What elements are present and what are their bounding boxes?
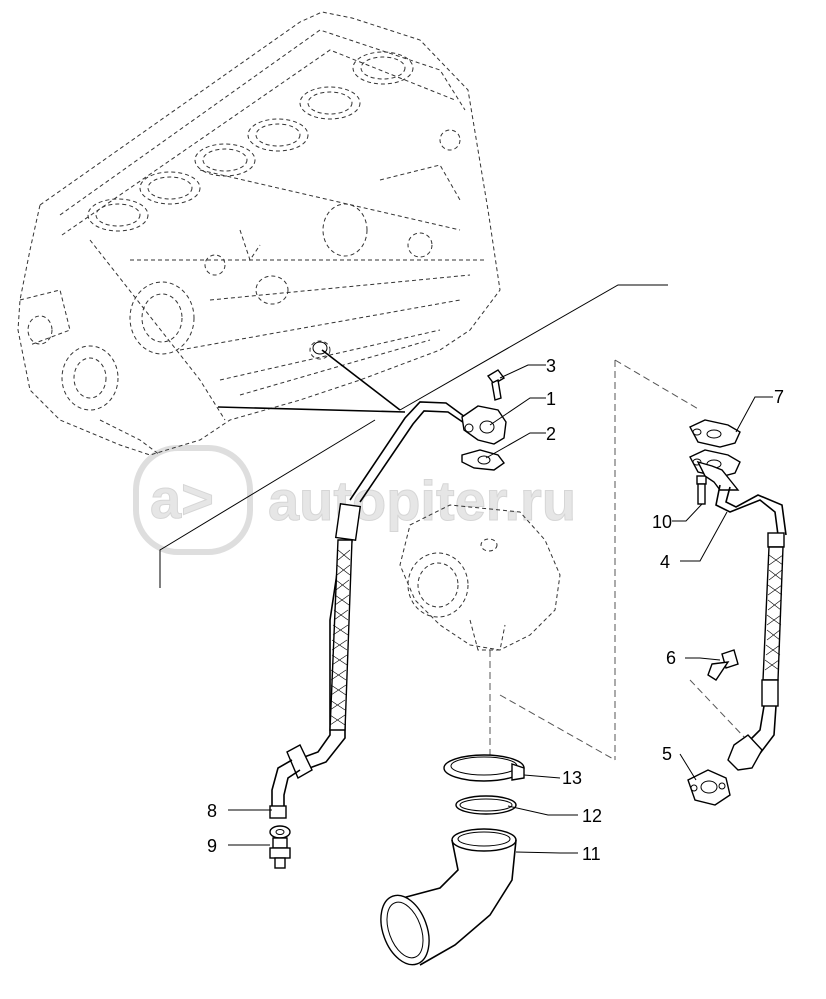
engine-leader-lines xyxy=(159,284,668,588)
callout-6: 6 xyxy=(666,648,676,668)
callout-5: 5 xyxy=(662,744,672,764)
screw-part-6 xyxy=(707,649,739,681)
callout-1: 1 xyxy=(546,389,556,409)
screw-part-10 xyxy=(696,475,707,505)
callout-leaders xyxy=(228,364,773,854)
callout-11: 11 xyxy=(582,844,601,864)
engine-block-outline xyxy=(17,11,501,456)
washer-part-8 xyxy=(269,825,291,839)
callout-9: 9 xyxy=(207,836,217,856)
callout-2: 2 xyxy=(546,424,556,444)
callout-3: 3 xyxy=(546,356,556,376)
elbow-pipe-part-11 xyxy=(380,828,517,966)
turbocharger-outline xyxy=(399,359,746,761)
oil-delivery-pipe xyxy=(269,401,507,819)
watermark-text: autopiter.ru xyxy=(268,469,576,532)
gasket-part-2 xyxy=(461,449,505,471)
callout-10: 10 xyxy=(652,512,672,532)
screw-part-3 xyxy=(486,369,506,401)
gasket-part-5 xyxy=(687,769,731,806)
watermark: a> autopiter.ru xyxy=(133,445,577,555)
oil-return-pipe xyxy=(696,460,787,771)
callout-12: 12 xyxy=(582,806,602,826)
engine-oil-port xyxy=(312,341,328,355)
watermark-logo-box xyxy=(133,445,253,555)
seal-ring-part-12 xyxy=(455,795,517,815)
union-part-9 xyxy=(269,837,291,869)
callout-8: 8 xyxy=(207,801,217,821)
callout-13: 13 xyxy=(562,768,582,788)
callout-labels: 3 1 2 7 10 4 6 5 13 12 11 8 9 xyxy=(207,356,784,864)
callout-4: 4 xyxy=(660,552,670,572)
callout-7: 7 xyxy=(774,387,784,407)
watermark-logo-text: a> xyxy=(150,467,214,530)
clamp-part-13 xyxy=(443,754,525,782)
